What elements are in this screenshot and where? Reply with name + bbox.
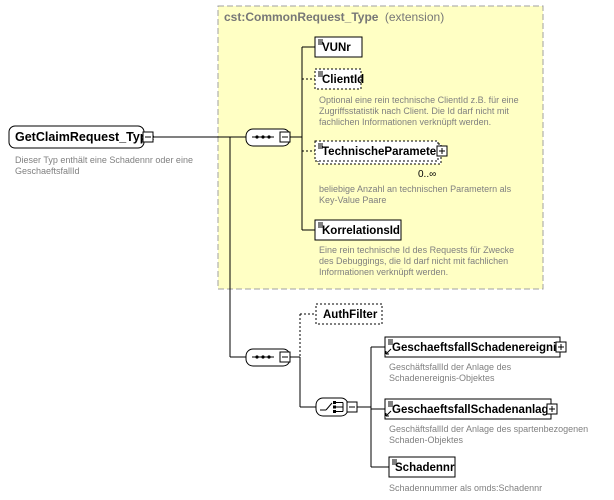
vunr-label: VUNr: [322, 42, 351, 54]
geschaeftsfall-schadenereignis-expand-button[interactable]: [555, 341, 567, 353]
korrelationsid-description-line-2: des Debuggings, die Id darf nicht mit fa…: [319, 256, 508, 266]
element-vunr[interactable]: VUNr: [314, 36, 363, 58]
technische-parameter-description-line-1: beliebige Anzahl an technischen Paramete…: [319, 184, 512, 194]
technische-parameter-description-line-2: Key-Value Paare: [319, 195, 386, 205]
korrelationsid-description-line-1: Eine rein technische Id des Requests für…: [319, 245, 514, 255]
root-type-node[interactable]: GetClaimRequest_Type: [8, 125, 154, 149]
geschaeftsfall-schadenanlage-description-line-1: GeschäftsfallId der Anlage des spartenbe…: [389, 424, 588, 434]
sequence-compositor-1[interactable]: [245, 128, 291, 147]
geschaeftsfall-schadenanlage-description-line-2: Schaden-Objektes: [389, 435, 464, 445]
sequence-2-collapse-button[interactable]: [279, 351, 291, 363]
extension-type-name: cst:CommonRequest_Type: [224, 10, 379, 24]
root-type-label: GetClaimRequest_Type: [15, 130, 154, 144]
sequence-compositor-2[interactable]: [245, 348, 291, 367]
element-geschaeftsfall-schadenereignis[interactable]: GeschaeftsfallSchadenereignis: [384, 336, 567, 358]
geschaeftsfall-schadenanlage-expand-button[interactable]: [546, 403, 558, 415]
root-description-line-2: GeschaeftsfallId: [15, 166, 80, 176]
schadennr-label: Schadennr: [395, 462, 455, 474]
clientid-label: ClientId: [322, 74, 364, 86]
schadennr-description-line-1: Schadennummer als omds:Schadennr: [389, 483, 542, 493]
sequence-1-collapse-button[interactable]: [279, 131, 291, 143]
korrelationsid-label: KorrelationsId: [322, 225, 400, 237]
element-korrelationsid[interactable]: KorrelationsId: [314, 219, 402, 241]
clientid-description-line-2: Zugriffsstatistik nach Client. Die Id da…: [319, 106, 509, 116]
geschaeftsfall-schadenanlage-label: GeschaeftsfallSchadenanlage: [392, 404, 555, 416]
choice-compositor[interactable]: [315, 397, 358, 417]
geschaeftsfall-schadenereignis-description-line-1: GeschäftsfallId der Anlage des: [389, 362, 512, 372]
extension-suffix: (extension): [385, 10, 444, 24]
geschaeftsfall-schadenereignis-label: GeschaeftsfallSchadenereignis: [392, 342, 563, 354]
element-technische-parameter[interactable]: TechnischeParameter: [314, 140, 448, 165]
connectors: [152, 46, 389, 468]
technische-parameter-expand-button[interactable]: [436, 145, 448, 157]
svg-text:cst:CommonRequest_Type (: cst:CommonRequest_Type (extension): [224, 10, 444, 24]
authfilter-label: AuthFilter: [323, 309, 378, 321]
choice-collapse-button[interactable]: [346, 401, 358, 413]
technische-parameter-label: TechnischeParameter: [322, 146, 441, 158]
clientid-description-line-3: fachlichen Informationen verknüpft werde…: [319, 117, 491, 127]
element-geschaeftsfall-schadenanlage[interactable]: GeschaeftsfallSchadenanlage: [384, 398, 558, 420]
technische-parameter-occurrence: 0..∞: [418, 169, 436, 180]
korrelationsid-description-line-3: Informationen verknüpft werden.: [319, 267, 448, 277]
root-collapse-button[interactable]: [142, 131, 154, 143]
element-authfilter[interactable]: AuthFilter: [315, 303, 383, 325]
clientid-description-line-1: Optional eine rein technische ClientId z…: [319, 95, 519, 105]
element-clientid[interactable]: ClientId: [314, 68, 364, 90]
element-schadennr[interactable]: Schadennr: [388, 456, 456, 478]
geschaeftsfall-schadenereignis-description-line-2: Schadenereignis-Objektes: [389, 373, 495, 383]
root-description-line-1: Dieser Typ enthält eine Schadennr oder e…: [15, 155, 193, 165]
